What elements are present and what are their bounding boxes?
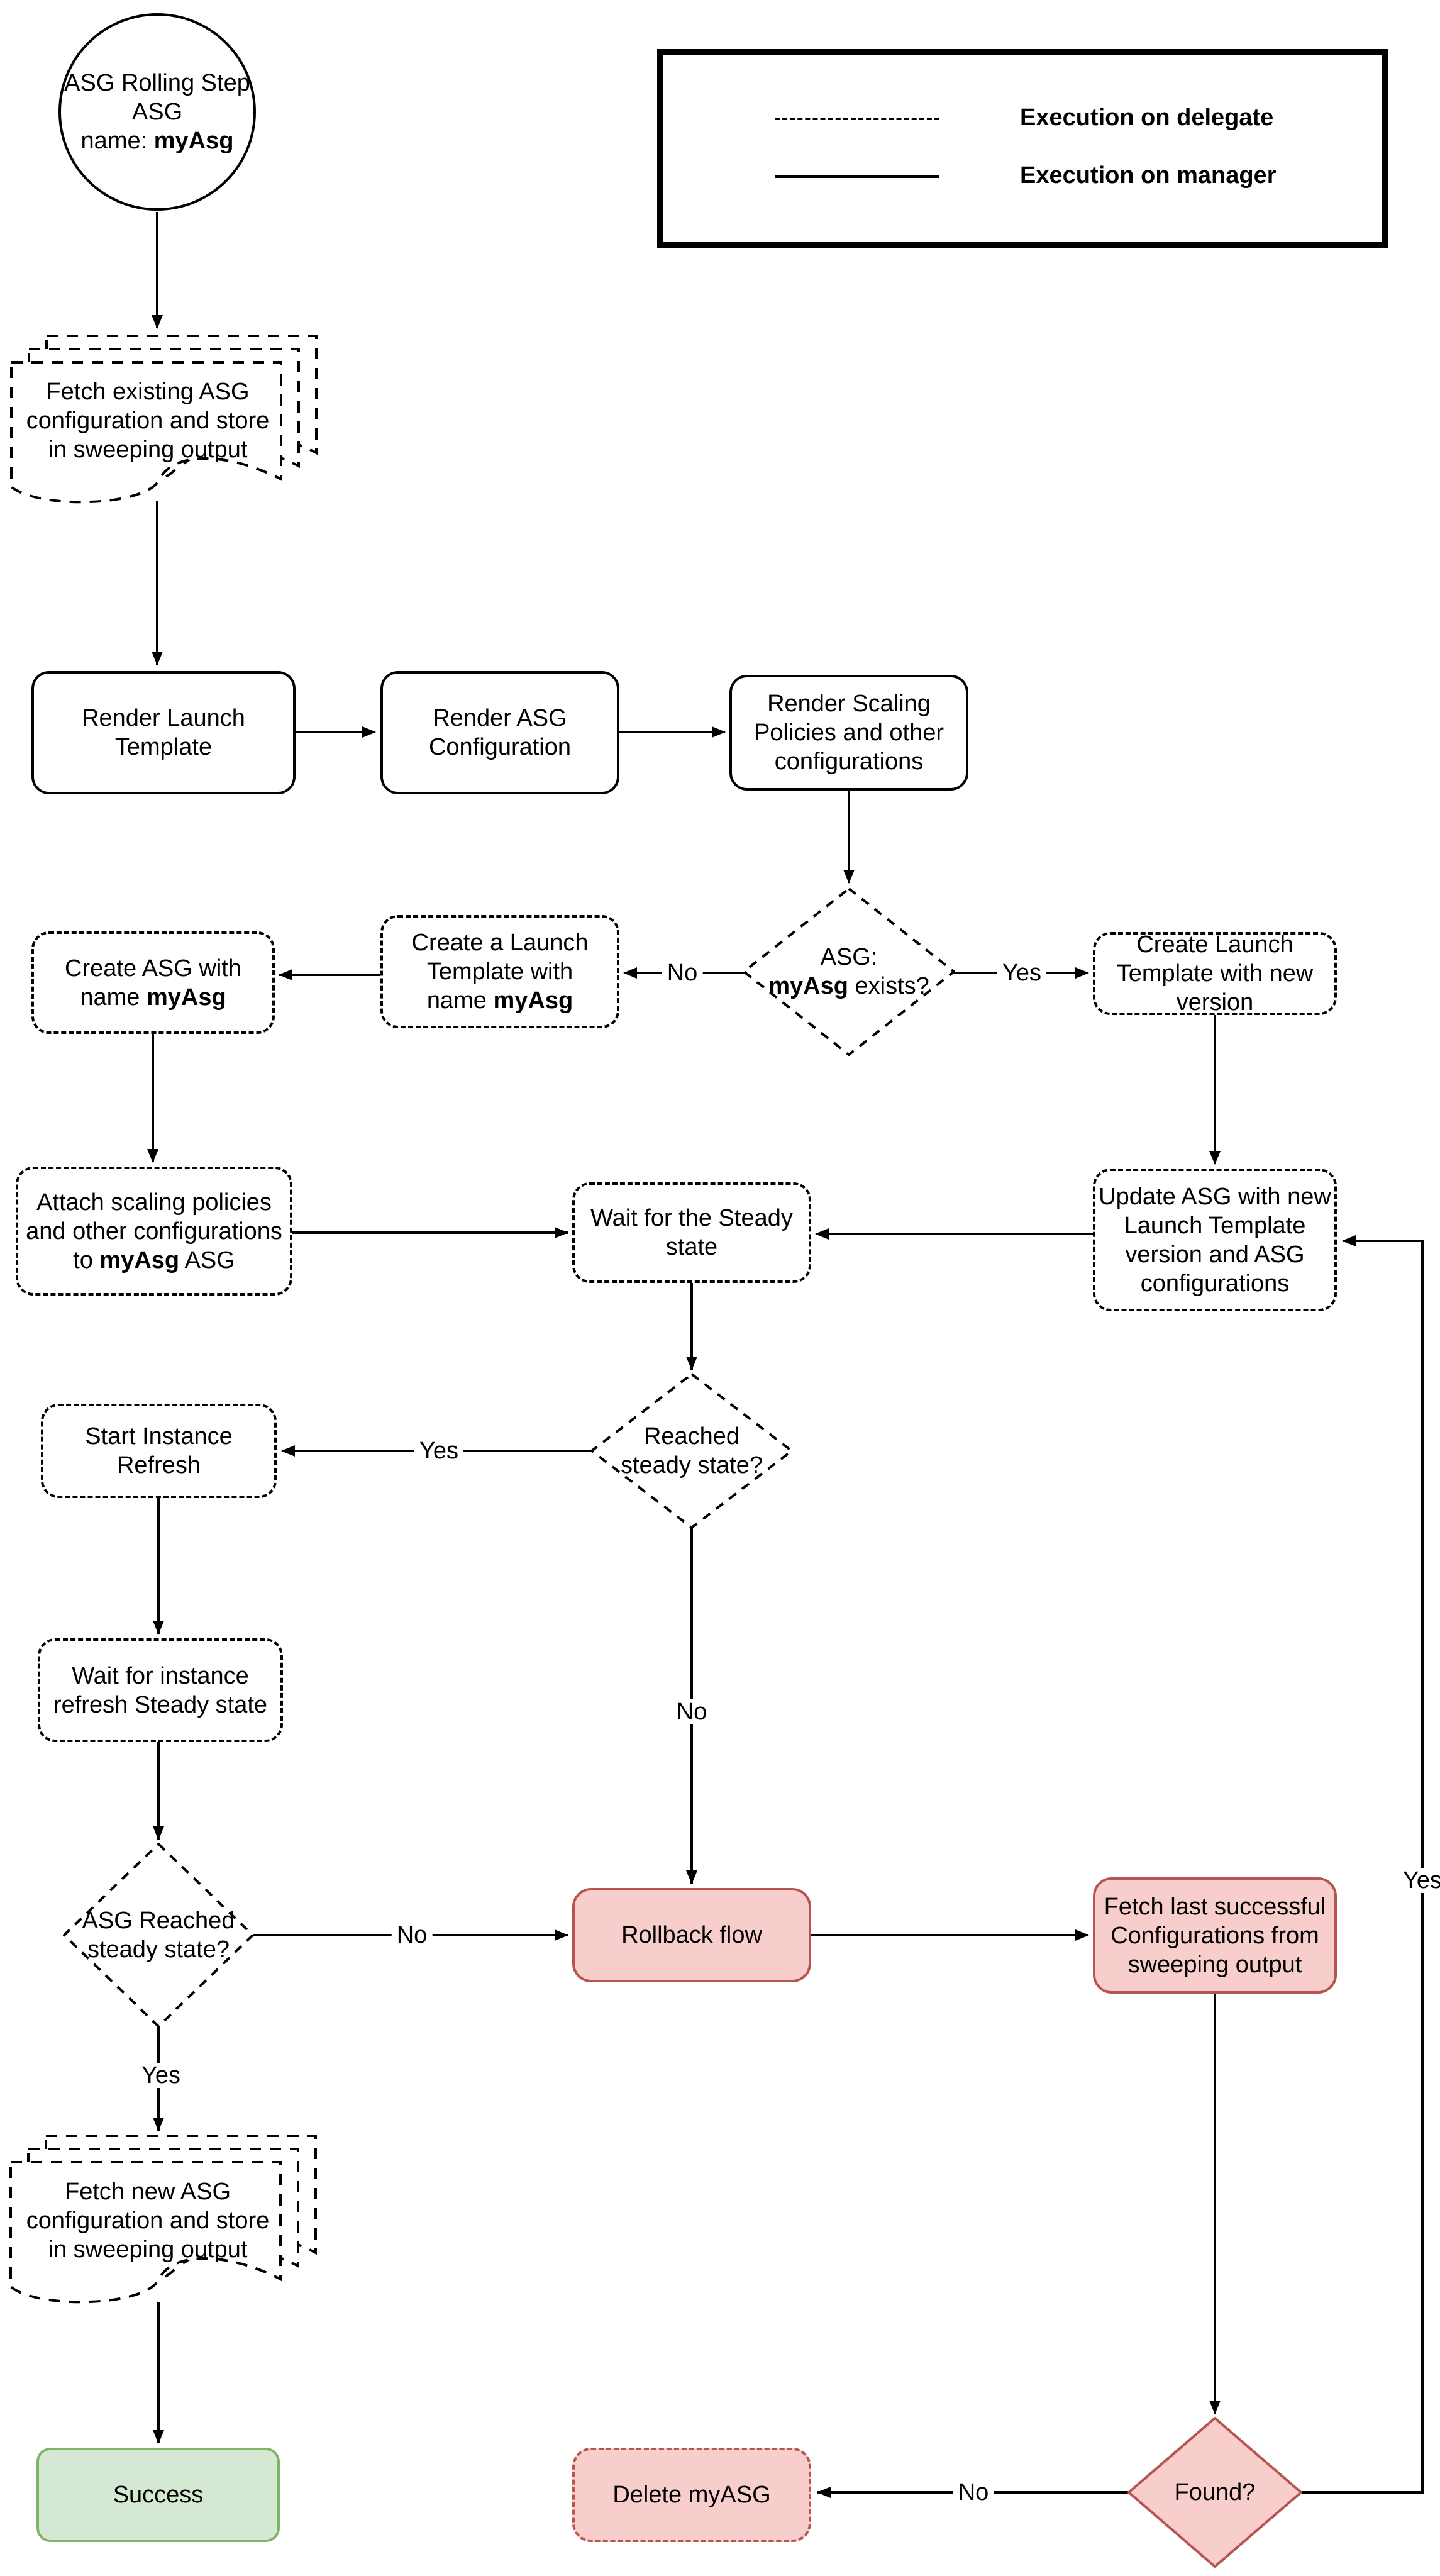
asg-exists-decision-label: ASG:myAsg exists?: [768, 944, 929, 999]
edge-label-asg-reached-no: No: [391, 1923, 433, 1948]
edge-label-asg-exists-yes: Yes: [997, 960, 1046, 985]
edge-label-found-no: No: [953, 2480, 994, 2505]
success-node: Success: [36, 2448, 280, 2542]
legend-label-manager: Execution on manager: [1020, 162, 1277, 189]
legend-dashed-line-sample: [775, 118, 939, 120]
asg-reached-steady-diamond: [63, 1843, 254, 2028]
reached-steady-diamond: [590, 1373, 793, 1529]
edge-label-found-yes: Yes: [1398, 1868, 1440, 1893]
found-diamond: [1127, 2417, 1302, 2568]
edge-label-reached-steady-yes: Yes: [414, 1438, 463, 1463]
decision-shapes: [63, 887, 1302, 2568]
delete-myasg-node: Delete myASG: [572, 2448, 811, 2542]
found-decision-label: Found?: [1174, 2479, 1256, 2506]
edge-label-reached-steady-no: No: [671, 1699, 712, 1724]
rollback-flow-node: Rollback flow: [572, 1888, 811, 1982]
document-shapes: [9, 335, 318, 2304]
fetch-new-doc-front: [9, 2161, 282, 2304]
edge-label-asg-reached-yes: Yes: [136, 2063, 186, 2088]
fetch-existing-doc-front: [10, 361, 282, 504]
edge-found-yes-rail: [1301, 1235, 1424, 2494]
edge-label-asg-exists-no: No: [662, 960, 703, 985]
legend-solid-line-sample: [775, 175, 939, 178]
asg-exists-diamond: [743, 887, 955, 1056]
legend-label-delegate: Execution on delegate: [1020, 104, 1274, 131]
legend: Execution on delegate Execution on manag…: [657, 49, 1388, 248]
solid-connectors: [147, 212, 1424, 2498]
